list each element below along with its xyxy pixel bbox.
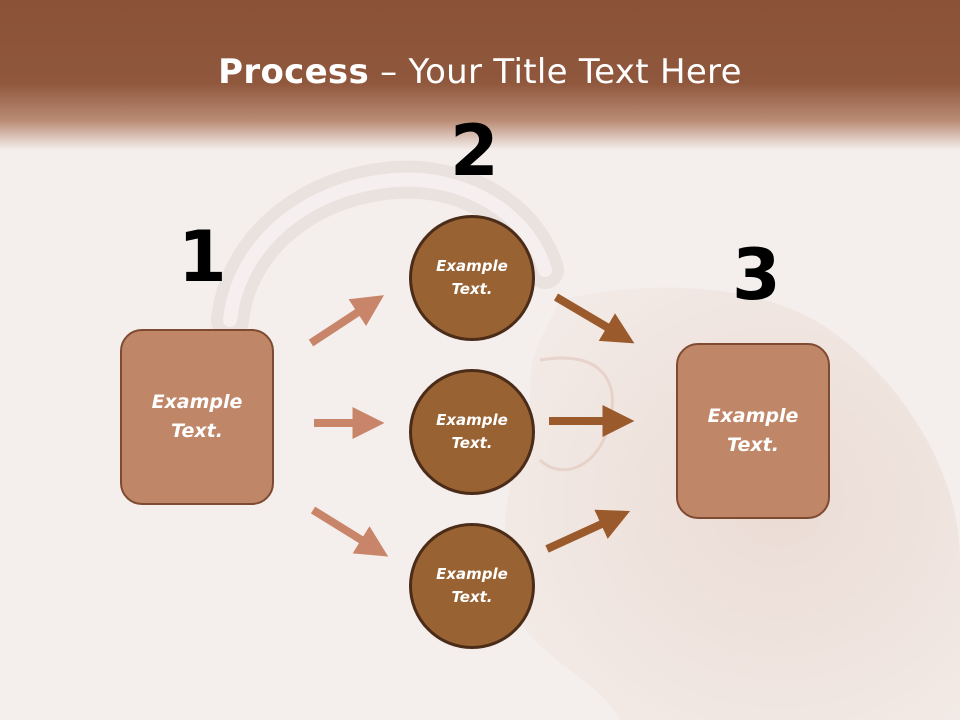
- step-2-text-bottom: Example Text.: [436, 565, 508, 606]
- step-2-circle-top: Example Text.: [409, 215, 535, 341]
- arrow-from-top: [553, 293, 635, 344]
- step-number-3: 3: [732, 234, 781, 316]
- arrow-from-bottom: [545, 509, 631, 553]
- arrow-to-top: [308, 295, 385, 347]
- title-bold: Process: [218, 52, 370, 92]
- step-2-circle-bottom: Example Text.: [409, 523, 535, 649]
- step-number-1: 1: [178, 216, 227, 298]
- step-3-box: Example Text.: [676, 343, 830, 519]
- title-bar: [0, 0, 960, 150]
- step-2-circle-middle: Example Text.: [409, 369, 535, 495]
- step-2-text-top: Example Text.: [436, 257, 508, 298]
- step-1-box: Example Text.: [120, 329, 274, 505]
- slide-title: Process – Your Title Text Here: [0, 52, 960, 92]
- title-rest: – Your Title Text Here: [369, 52, 742, 92]
- arrow-to-bottom: [310, 506, 389, 557]
- step-3-text: Example Text.: [707, 405, 799, 456]
- step-1-text: Example Text.: [151, 391, 243, 442]
- step-number-2: 2: [450, 110, 499, 192]
- step-2-text-middle: Example Text.: [436, 411, 508, 452]
